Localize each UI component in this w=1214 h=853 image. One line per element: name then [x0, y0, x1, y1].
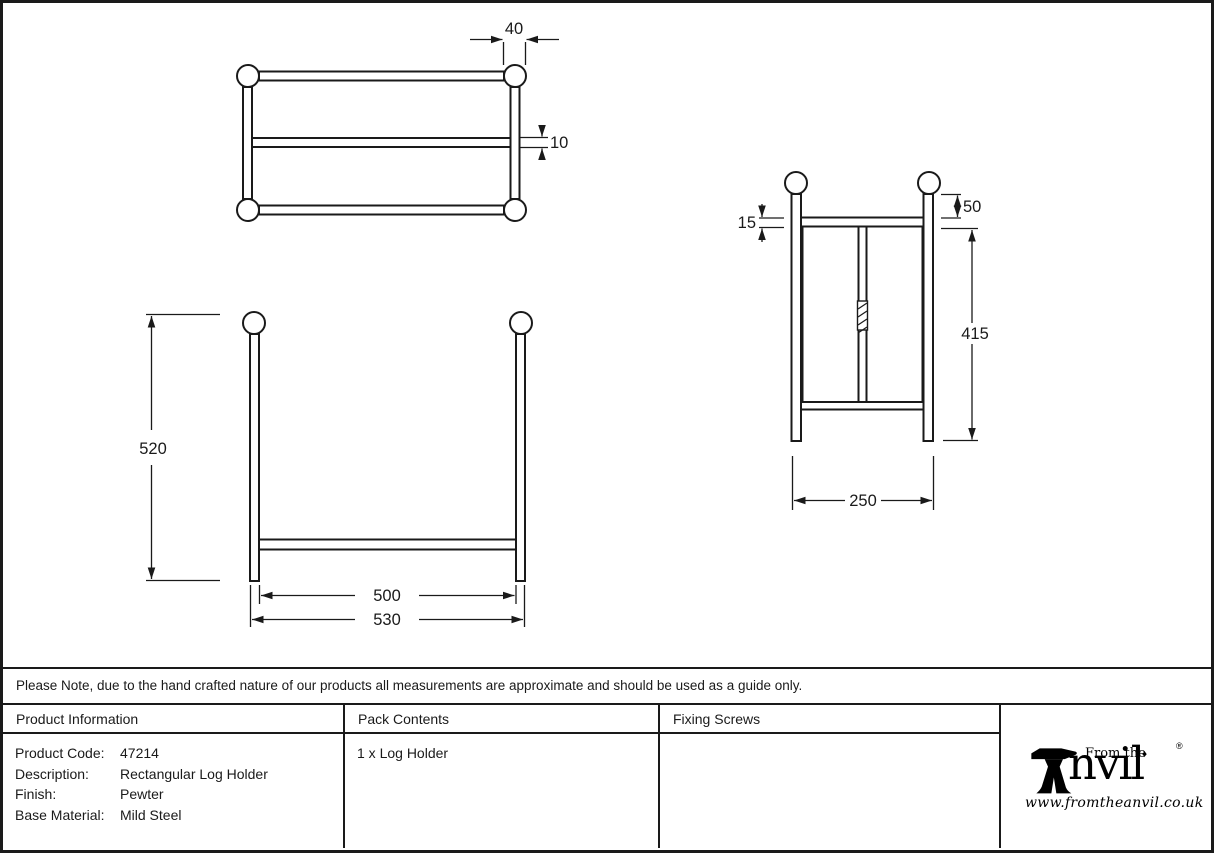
field-value: Pewter — [120, 786, 164, 802]
field-label: Description: — [15, 765, 89, 782]
logo-from-the: From the — [1085, 745, 1146, 761]
field-label: Base Material: — [15, 806, 105, 823]
header-pack-contents: Pack Contents — [345, 705, 660, 732]
ball-finial — [784, 171, 808, 195]
info-table: Product Information Pack Contents Fixing… — [3, 703, 1211, 848]
top-view: 40 10 — [236, 20, 568, 222]
header-product-information: Product Information — [3, 705, 345, 732]
diamond-icon: ♦ — [1142, 748, 1148, 760]
field-label: Finish: — [15, 786, 57, 802]
logo-url: www.fromtheanvil.co.uk — [1025, 794, 1204, 811]
product-information-cell: Product Code: 47214 Description: Rectang… — [3, 734, 345, 848]
drawing-canvas: 40 10 520 — [139, 20, 989, 629]
side-view: 15 50 415 250 — [738, 171, 989, 510]
dim-ball-offset: 50 — [963, 198, 981, 216]
front-view: 520 500 530 — [139, 311, 533, 629]
dim-rail-thickness: 15 — [738, 214, 756, 232]
dim-height: 520 — [139, 440, 167, 458]
ball-finial — [509, 311, 533, 335]
ball-finial — [503, 198, 527, 222]
table-body-row: Product Code: 47214 Description: Rectang… — [3, 734, 999, 848]
table-row: Finish: Pewter — [15, 784, 343, 805]
field-value: Mild Steel — [120, 806, 182, 823]
header-fixing-screws: Fixing Screws — [673, 710, 761, 727]
logo-cell: nvil From the ♦ ® www.fromtheanvil.co.uk — [999, 705, 1211, 848]
note-row: Please Note, due to the hand crafted nat… — [3, 667, 1211, 703]
note-text: Please Note, due to the hand crafted nat… — [16, 678, 803, 693]
dim-side-height: 415 — [961, 325, 989, 343]
dim-ball-diameter: 40 — [505, 20, 523, 38]
fixing-screws-cell — [660, 734, 995, 848]
anvil-logo: nvil From the ♦ ® www.fromtheanvil.co.uk — [1025, 737, 1204, 813]
dim-inner-width: 500 — [373, 587, 401, 605]
field-label: Product Code: — [15, 745, 105, 761]
ball-finial — [503, 64, 527, 88]
ball-finial — [917, 171, 941, 195]
dim-outer-width: 530 — [373, 611, 401, 629]
technical-drawing: 40 10 520 — [3, 3, 1211, 667]
ball-finial — [236, 64, 260, 88]
logo-brand-text: nvil — [1068, 736, 1145, 790]
dim-rail-gap: 10 — [550, 134, 568, 152]
field-value: 47214 — [120, 745, 159, 761]
ball-finial — [242, 311, 266, 335]
table-row: Base Material: Mild Steel — [15, 805, 343, 826]
registered-mark: ® — [1176, 740, 1183, 751]
anvil-icon — [1031, 747, 1077, 793]
ball-finial — [236, 198, 260, 222]
pack-contents-item: 1 x Log Holder — [357, 745, 449, 761]
table-header-row: Product Information Pack Contents Fixing… — [3, 705, 999, 734]
table-row: Description: Rectangular Log Holder — [15, 764, 343, 785]
field-value: Rectangular Log Holder — [120, 765, 268, 782]
table-row: Product Code: 47214 — [15, 743, 343, 764]
pack-contents-cell: 1 x Log Holder — [345, 734, 660, 848]
dim-depth: 250 — [849, 492, 877, 510]
info-table-left: Product Information Pack Contents Fixing… — [3, 705, 999, 848]
